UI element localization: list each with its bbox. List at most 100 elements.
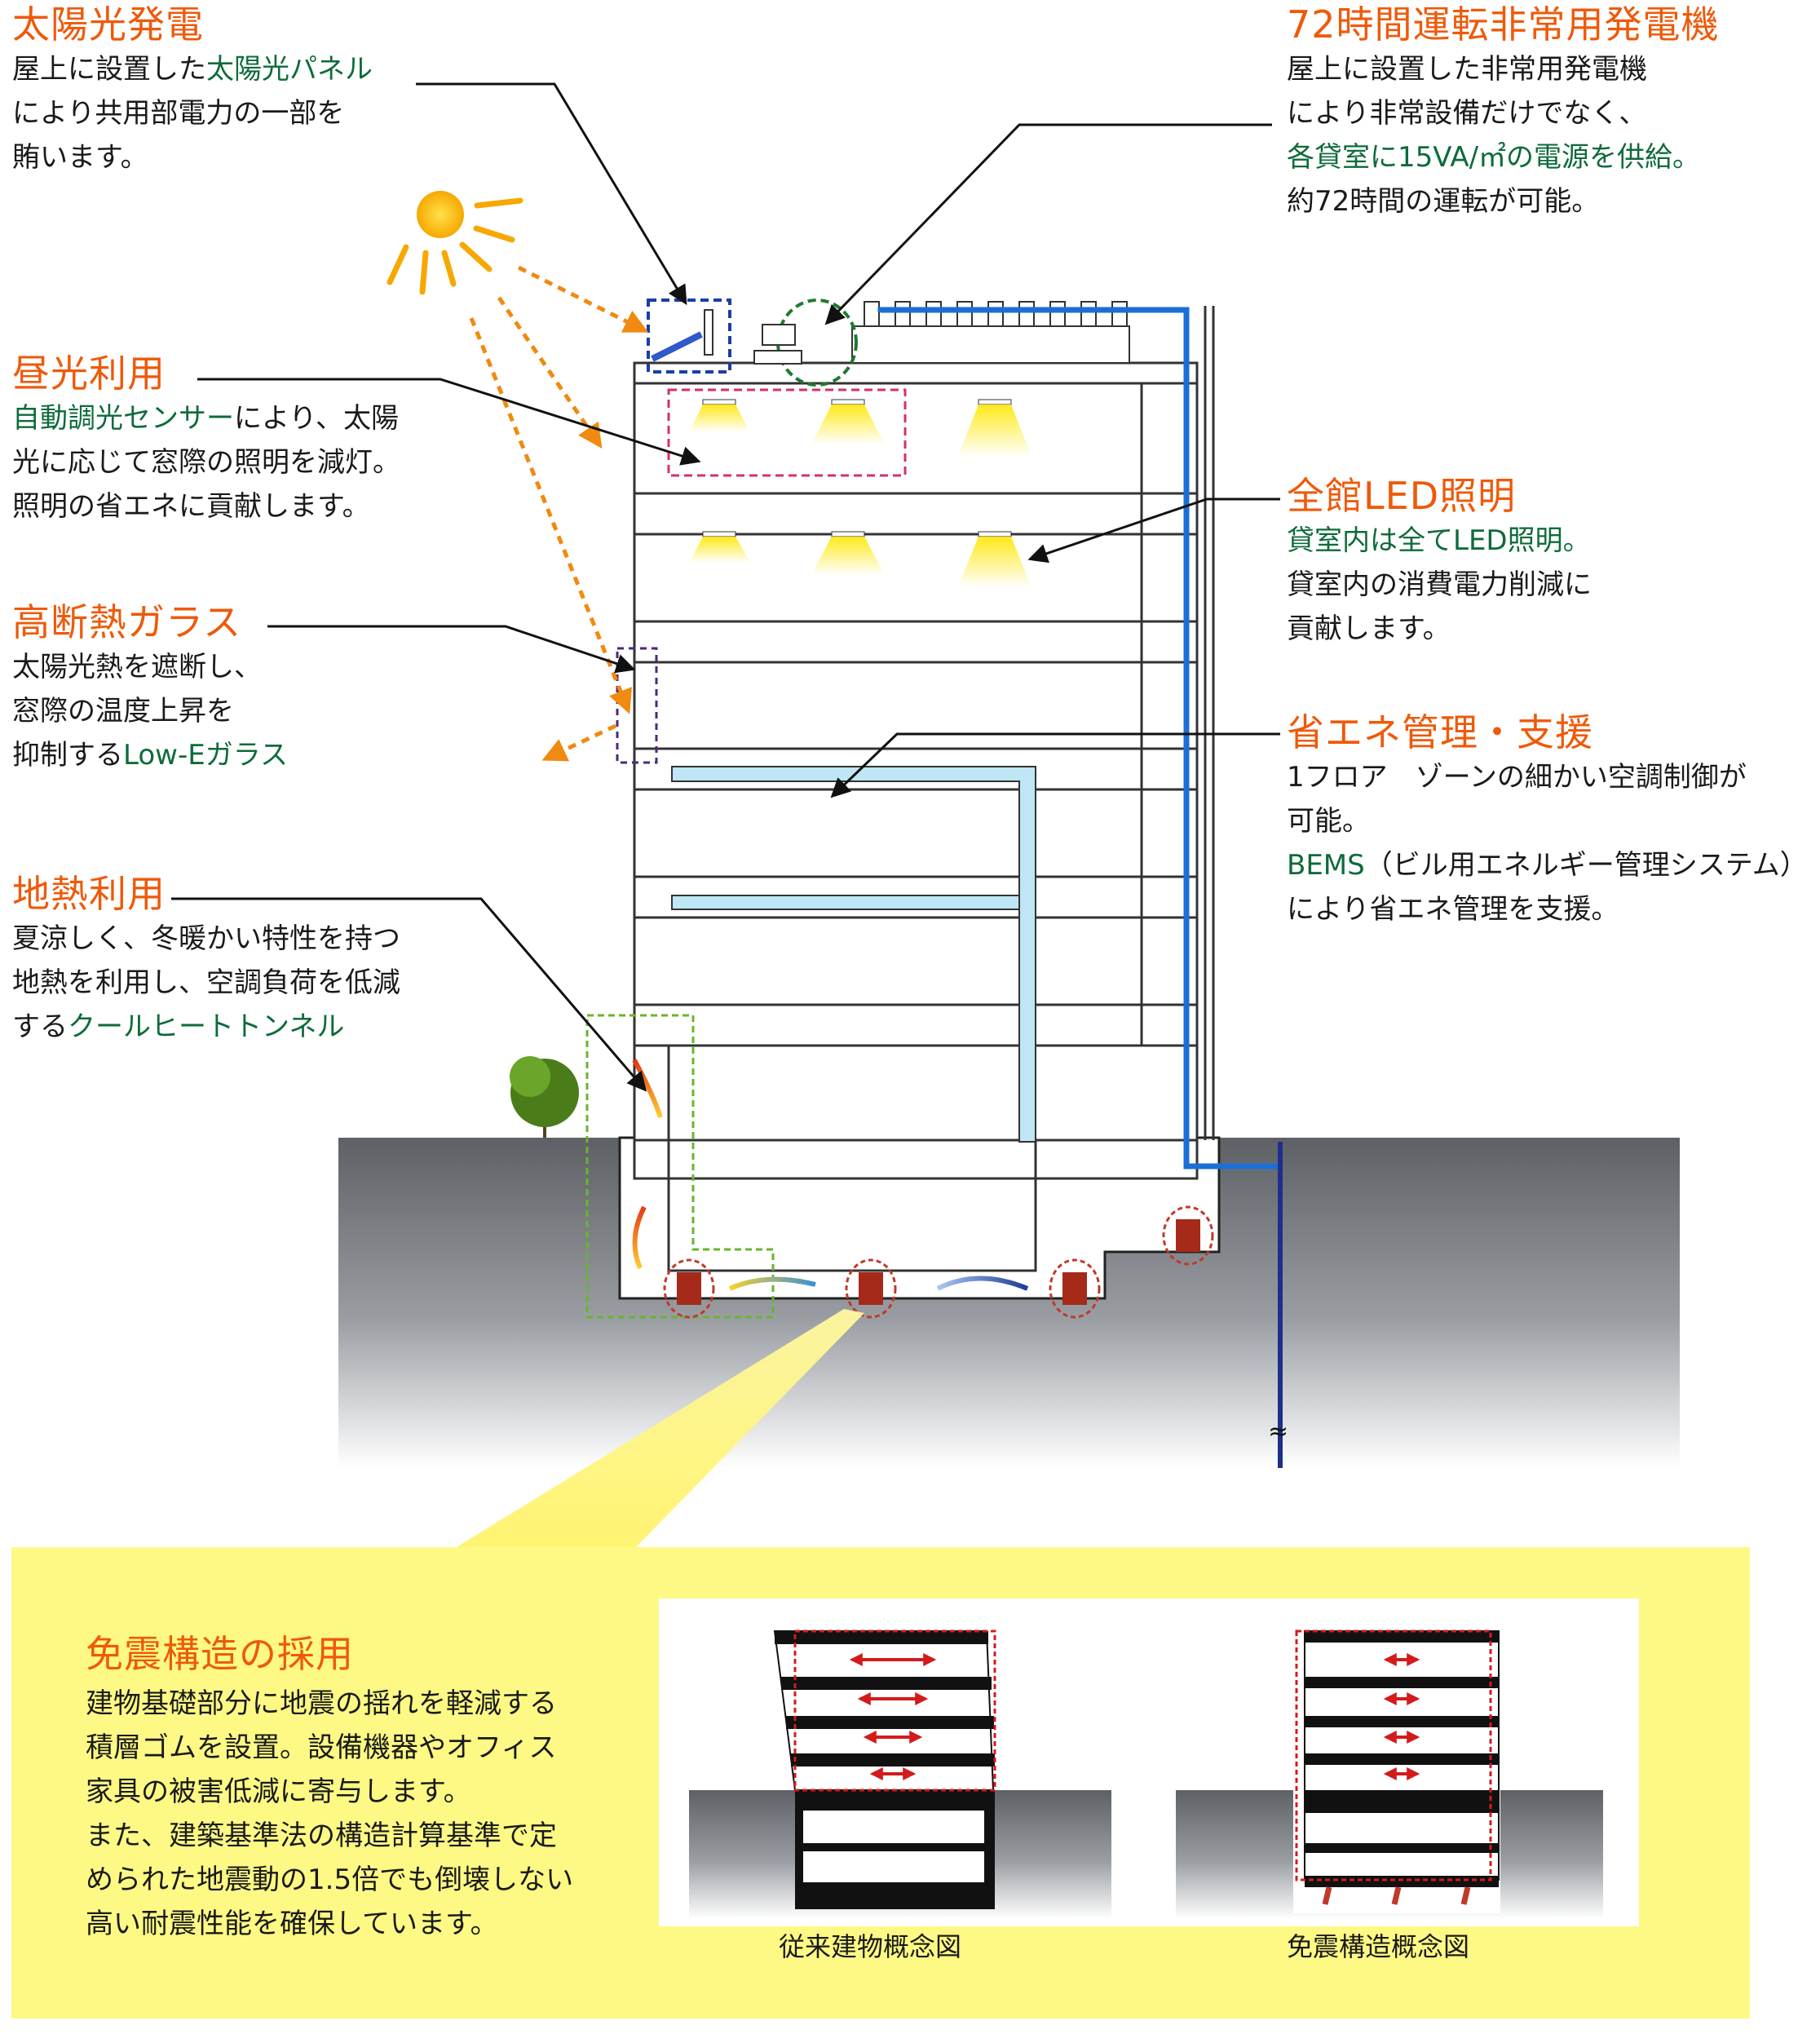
warm-air-arrow bbox=[632, 1059, 663, 1118]
callout-title: 全館LED照明 bbox=[1287, 474, 1517, 518]
body-text: 太陽光熱を遮断し、 bbox=[12, 651, 262, 683]
callout-line: 窓際の温度上昇を bbox=[12, 689, 288, 733]
body-text: により共用部電力の一部を bbox=[12, 97, 345, 130]
callout-energy-management: 省エネ管理・支援 1フロア ゾーンの細かい空調制御が可能。 BEMS（ビル用エネル… bbox=[1287, 710, 1808, 931]
callout-seismic: 免震構造の採用 建物基礎部分に地震の揺れを軽減する積層ゴムを設置。設備機器やオフ… bbox=[86, 1631, 573, 1946]
callout-beam bbox=[457, 1309, 864, 1547]
callout-line: 賄います。 bbox=[12, 135, 373, 179]
cool-air-arrow-2 bbox=[936, 1276, 1029, 1291]
body-text: 約72時間の運転が可能。 bbox=[1287, 185, 1600, 218]
callout-line: 太陽光熱を遮断し、 bbox=[12, 645, 288, 689]
body-text: 貸室内の消費電力削減に bbox=[1287, 568, 1592, 601]
callout-line: BEMS（ビル用エネルギー管理システム） bbox=[1287, 843, 1808, 887]
callout-line: 建物基礎部分に地震の揺れを軽減する bbox=[86, 1682, 573, 1726]
tree-icon bbox=[510, 1056, 579, 1138]
generator-icon bbox=[753, 298, 858, 387]
highlight-text: Low-Eガラス bbox=[123, 739, 289, 772]
callout-title: 72時間運転非常用発電機 bbox=[1287, 2, 1720, 46]
callout-line: 夏涼しく、冬暖かい特性を持つ bbox=[12, 917, 400, 961]
daylight-zone bbox=[667, 388, 907, 477]
body-text: 照明の省エネに貢献します。 bbox=[12, 490, 370, 523]
body-text: する bbox=[12, 1010, 68, 1043]
callout-line: 自動調光センサーにより、太陽 bbox=[12, 396, 400, 440]
body-text: 抑制する bbox=[12, 739, 123, 772]
callout-daylight: 昼光利用 自動調光センサーにより、太陽光に応じて窓際の照明を減灯。照明の省エネに… bbox=[12, 351, 400, 528]
solar-panel-icon bbox=[647, 298, 731, 374]
callout-line: により非常設備だけでなく、 bbox=[1287, 91, 1720, 135]
body-text: 建物基礎部分に地震の揺れを軽減する bbox=[86, 1687, 557, 1720]
callout-line: 光に応じて窓際の照明を減灯。 bbox=[12, 440, 400, 484]
callout-line: 約72時間の運転が可能。 bbox=[1287, 179, 1720, 223]
callout-body: 太陽光熱を遮断し、窓際の温度上昇を抑制するLow-Eガラス bbox=[12, 645, 288, 777]
callout-title: 高断熱ガラス bbox=[12, 600, 242, 644]
callout-geothermal: 地熱利用 夏涼しく、冬暖かい特性を持つ地熱を利用し、空調負荷を低減するクールヒー… bbox=[12, 871, 400, 1049]
body-text: また、建築基準法の構造計算基準で定 bbox=[86, 1820, 557, 1852]
callout-line: 照明の省エネに貢献します。 bbox=[12, 484, 400, 528]
body-text: 屋上に設置した非常用発電機 bbox=[1287, 53, 1647, 86]
callout-line: 可能。 bbox=[1287, 799, 1808, 843]
body-text: 高い耐震性能を確保しています。 bbox=[86, 1908, 498, 1940]
callout-line: により共用部電力の一部を bbox=[12, 91, 373, 135]
callout-line: するクールヒートトンネル bbox=[12, 1005, 400, 1049]
callout-body: 屋上に設置した非常用発電機により非常設備だけでなく、各貸室に15VA/㎡の電源を… bbox=[1287, 47, 1720, 223]
callout-body: 屋上に設置した太陽光パネルにより共用部電力の一部を賄います。 bbox=[12, 47, 373, 179]
callout-line: 地熱を利用し、空調負荷を低減 bbox=[12, 961, 400, 1005]
callout-line: 屋上に設置した非常用発電機 bbox=[1287, 47, 1720, 91]
body-text: 夏涼しく、冬暖かい特性を持つ bbox=[12, 922, 400, 955]
callout-generator: 72時間運転非常用発電機 屋上に設置した非常用発電機により非常設備だけでなく、各… bbox=[1287, 2, 1720, 223]
callout-title: 省エネ管理・支援 bbox=[1287, 710, 1593, 754]
warm-air-arrow-2 bbox=[632, 1205, 647, 1270]
highlight-text: BEMS bbox=[1287, 849, 1365, 882]
roof-equipment: ≈ bbox=[851, 301, 1288, 1468]
body-text: 賄います。 bbox=[12, 141, 148, 174]
callout-title: 地熱利用 bbox=[12, 872, 166, 916]
callout-title: 昼光利用 bbox=[12, 352, 166, 396]
callout-line: 各貸室に15VA/㎡の電源を供給。 bbox=[1287, 135, 1720, 179]
body-text: 貢献します。 bbox=[1287, 612, 1451, 645]
highlight-text: クールヒートトンネル bbox=[68, 1010, 345, 1043]
isolated-building-diagram bbox=[1176, 1629, 1603, 1919]
conventional-building-diagram bbox=[689, 1629, 1111, 1919]
led-lights bbox=[689, 399, 1031, 587]
geothermal-zone bbox=[585, 1014, 775, 1319]
seismic-isolators bbox=[663, 1205, 1214, 1319]
highlight-text: 自動調光センサー bbox=[12, 402, 234, 435]
callout-line: 積層ゴムを設置。設備機器やオフィス bbox=[86, 1726, 573, 1770]
hvac-ducts bbox=[671, 766, 1036, 1143]
body-text: 屋上に設置した bbox=[12, 53, 206, 86]
callout-line: 貢献します。 bbox=[1287, 607, 1592, 651]
seismic-isolator-icon bbox=[1162, 1205, 1214, 1266]
body-text: 窓際の温度上昇を bbox=[12, 695, 234, 727]
highlight-text: 貸室内は全てLED照明。 bbox=[1287, 524, 1591, 557]
callout-line: により省エネ管理を支援。 bbox=[1287, 887, 1808, 931]
seismic-isolator-icon bbox=[663, 1258, 715, 1319]
callout-line: 屋上に設置した太陽光パネル bbox=[12, 47, 373, 91]
body-text: 家具の被害低減に寄与します。 bbox=[86, 1775, 471, 1808]
callout-title: 太陽光発電 bbox=[12, 2, 204, 46]
body-text: 地熱を利用し、空調負荷を低減 bbox=[12, 966, 400, 999]
callout-body: 建物基礎部分に地震の揺れを軽減する積層ゴムを設置。設備機器やオフィス家具の被害低… bbox=[86, 1682, 573, 1946]
callout-line: また、建築基準法の構造計算基準で定 bbox=[86, 1814, 573, 1858]
callout-body: 自動調光センサーにより、太陽光に応じて窓際の照明を減灯。照明の省エネに貢献します… bbox=[12, 396, 400, 528]
callout-line: 家具の被害低減に寄与します。 bbox=[86, 1770, 573, 1814]
svg-text:≈: ≈ bbox=[1268, 1417, 1288, 1446]
callout-led: 全館LED照明 貸室内は全てLED照明。貸室内の消費電力削減に貢献します。 bbox=[1287, 473, 1592, 651]
body-text: 光に応じて窓際の照明を減灯。 bbox=[12, 446, 400, 479]
cool-air-arrow bbox=[728, 1276, 816, 1291]
callout-glass: 高断熱ガラス 太陽光熱を遮断し、窓際の温度上昇を抑制するLow-Eガラス bbox=[12, 599, 288, 777]
body-text: 可能。 bbox=[1287, 805, 1370, 838]
callout-title: 免震構造の採用 bbox=[86, 1632, 354, 1676]
callout-body: 夏涼しく、冬暖かい特性を持つ地熱を利用し、空調負荷を低減するクールヒートトンネル bbox=[12, 917, 400, 1049]
callout-line: 貸室内は全てLED照明。 bbox=[1287, 519, 1592, 563]
sun-icon bbox=[387, 191, 523, 295]
body-text: により省エネ管理を支援。 bbox=[1287, 893, 1619, 926]
callout-line: 貸室内の消費電力削減に bbox=[1287, 563, 1592, 607]
building-structure bbox=[633, 306, 1215, 1272]
callout-solar: 太陽光発電 屋上に設置した太陽光パネルにより共用部電力の一部を賄います。 bbox=[12, 2, 373, 179]
callout-body: 貸室内は全てLED照明。貸室内の消費電力削減に貢献します。 bbox=[1287, 519, 1592, 651]
body-text: められた地震動の1.5倍でも倒壊しない bbox=[86, 1864, 574, 1896]
callout-line: 1フロア ゾーンの細かい空調制御が bbox=[1287, 755, 1808, 799]
seismic-isolator-icon bbox=[845, 1258, 897, 1319]
callout-line: められた地震動の1.5倍でも倒壊しない bbox=[86, 1858, 573, 1902]
